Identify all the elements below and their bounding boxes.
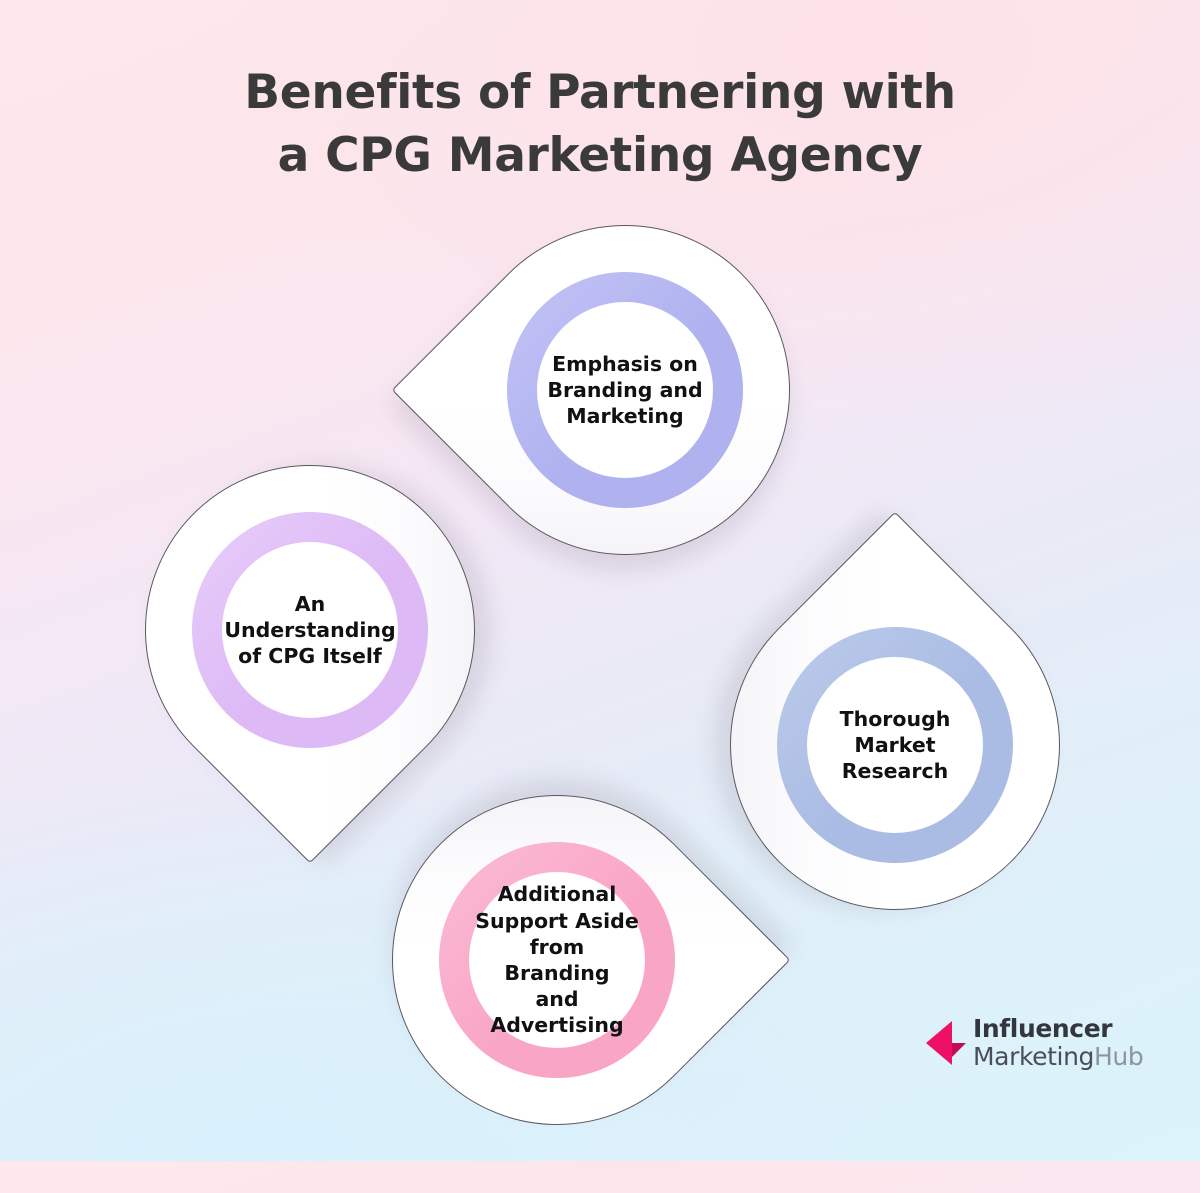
logo-hub-text: Hub bbox=[1094, 1042, 1144, 1071]
benefit-ring-inner-top: Emphasis on Branding and Marketing bbox=[537, 302, 713, 478]
benefit-item-an-understanding-of-cpg-itself[interactable]: An Understanding of CPG Itself bbox=[76, 396, 544, 864]
benefit-ring-left: An Understanding of CPG Itself bbox=[192, 512, 428, 748]
benefit-ring-inner-left: An Understanding of CPG Itself bbox=[222, 542, 398, 718]
benefit-label-top: Emphasis on Branding and Marketing bbox=[547, 351, 703, 429]
benefit-label-left: An Understanding of CPG Itself bbox=[224, 591, 396, 669]
benefit-label-right: Thorough Market Research bbox=[839, 706, 951, 784]
benefit-item-thorough-market-research[interactable]: Thorough Market Research bbox=[661, 511, 1129, 979]
page-title-line-1: Benefits of Partnering with bbox=[244, 65, 956, 120]
influencer-marketing-hub-logo[interactable]: Influencer MarketingHub bbox=[926, 1014, 1144, 1071]
arrow-left-icon bbox=[926, 1020, 966, 1065]
benefit-ring-inner-right: Thorough Market Research bbox=[807, 657, 983, 833]
logo-marketinghub-text: MarketingHub bbox=[973, 1042, 1144, 1071]
logo-marketing-text: Marketing bbox=[973, 1042, 1094, 1071]
benefits-pinwheel-diagram: Emphasis on Branding and Marketing An Un… bbox=[76, 156, 1129, 1193]
benefit-item-emphasis-on-branding-and-marketing[interactable]: Emphasis on Branding and Marketing bbox=[391, 156, 859, 624]
logo-influencer-text: Influencer bbox=[973, 1014, 1113, 1043]
benefit-ring-bottom: Additional Support Aside from Branding a… bbox=[439, 842, 675, 1078]
benefit-label-bottom: Additional Support Aside from Branding a… bbox=[475, 882, 639, 1038]
benefit-ring-inner-bottom: Additional Support Aside from Branding a… bbox=[469, 872, 645, 1048]
benefit-item-additional-support-aside-from-branding-and-advertising[interactable]: Additional Support Aside from Branding a… bbox=[323, 726, 791, 1193]
benefit-ring-top: Emphasis on Branding and Marketing bbox=[507, 272, 743, 508]
logo-wordmark: Influencer MarketingHub bbox=[973, 1014, 1144, 1071]
page-title: Benefits of Partnering with a CPG Market… bbox=[0, 62, 1200, 187]
benefit-ring-right: Thorough Market Research bbox=[777, 627, 1013, 863]
page-title-line-2: a CPG Marketing Agency bbox=[277, 127, 923, 183]
